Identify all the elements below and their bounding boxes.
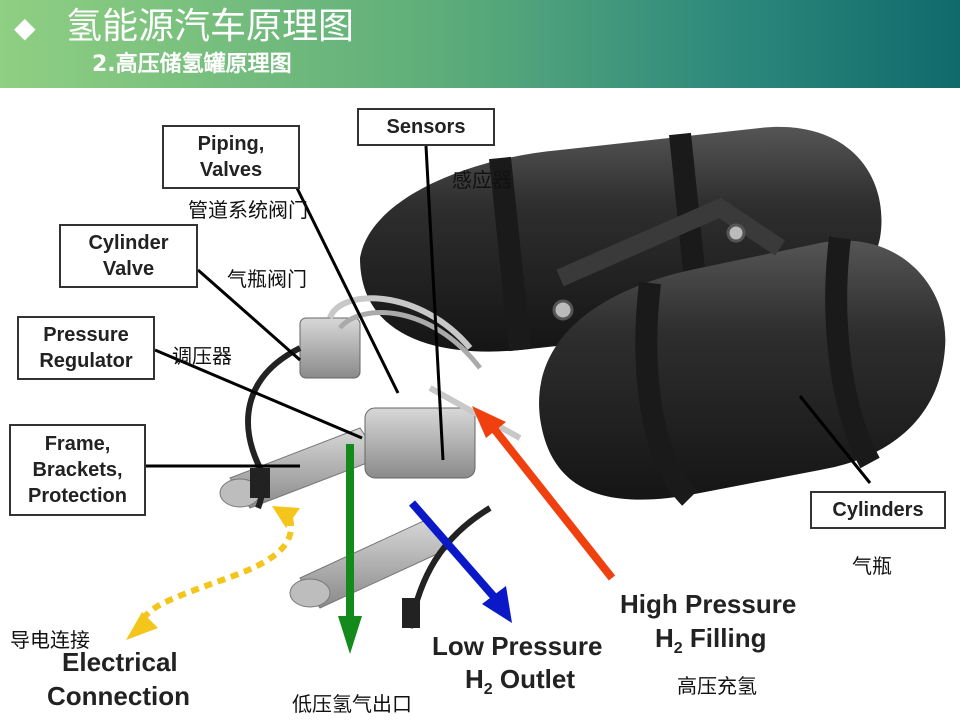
label-cylinder-valve-zh: 气瓶阀门 (227, 263, 307, 292)
label-electrical-line2: Connection (47, 680, 190, 712)
label-sensors: Sensors (357, 108, 495, 146)
low-pressure-outlet-arrow-blue (412, 503, 512, 623)
label-high-pressure-zh: 高压充氢 (677, 670, 757, 699)
electrical-connection-arrow-yellow (126, 506, 300, 640)
label-low-pressure-line2: H2 Outlet (465, 663, 575, 706)
label-cylinders-zh: 气瓶 (852, 550, 892, 579)
label-frame-brackets-protection: Frame, Brackets, Protection (9, 424, 146, 516)
low-pressure-outlet-arrow-green (338, 444, 362, 654)
label-low-pressure-zh: 低压氢气出口 (292, 688, 412, 717)
label-piping-valves: Piping, Valves (162, 125, 300, 189)
label-cylinders: Cylinders (810, 491, 946, 529)
label-high-pressure-line2: H2 Filling (655, 622, 766, 665)
label-cylinder-valve: Cylinder Valve (59, 224, 198, 288)
page-title: 氢能源汽车原理图 (66, 4, 354, 50)
page-subtitle: 2.高压储氢罐原理图 (92, 50, 292, 80)
label-pressure-regulator-zh: 调压器 (172, 340, 232, 369)
label-piping-valves-zh: 管道系统阀门 (188, 194, 308, 223)
label-low-pressure-line1: Low Pressure (432, 630, 603, 662)
hydrogen-tank-diagram: Piping, Valves 管道系统阀门 Sensors 感应器 Cylind… (0, 88, 960, 720)
label-high-pressure-line1: High Pressure (620, 588, 796, 620)
title-banner: ◆ 氢能源汽车原理图 2.高压储氢罐原理图 (0, 0, 960, 88)
label-pressure-regulator: Pressure Regulator (17, 316, 155, 380)
diamond-bullet-icon: ◆ (14, 8, 36, 48)
label-electrical-line1: Electrical (62, 646, 178, 678)
label-sensors-zh: 感应器 (452, 164, 512, 193)
